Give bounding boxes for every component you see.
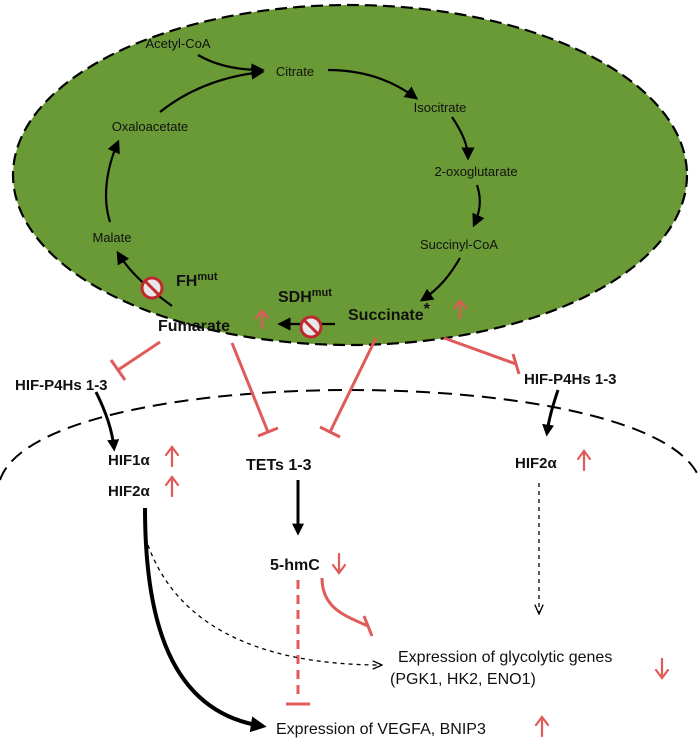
- arrow-hifp4hs-hif2a-right: [542, 389, 560, 437]
- label-oxoglutarate: 2-oxoglutarate: [434, 164, 517, 179]
- label-fh-mut: FHmut: [176, 271, 218, 290]
- label-fumarate: Fumarate: [158, 318, 230, 335]
- pathway-arrows: [94, 389, 560, 733]
- arrow-oxaloacetate-citrate: [159, 66, 265, 113]
- label-hif2a-left: HIF2α: [108, 483, 151, 500]
- label-glycolytic-line1: Expression of glycolytic genes: [398, 649, 612, 666]
- sdh-mut-symbol: [299, 315, 323, 339]
- up-arrow-hif1a-left: [164, 445, 180, 468]
- label-hif1a-left: HIF1α: [108, 452, 151, 469]
- increase-indicators: [164, 299, 670, 738]
- up-arrow-succinate: [452, 299, 468, 320]
- label-succinyl-coa: Succinyl-CoA: [420, 237, 498, 252]
- label-acetyl-coa: Acetyl-CoA: [145, 36, 210, 51]
- arrow-citrate-isocitrate: [327, 68, 419, 100]
- inhibit-5hmc-glycolytic: [320, 577, 374, 637]
- label-vegfa: Expression of VEGFA, BNIP3: [276, 721, 486, 738]
- arrow-succinylcoa-succinate: [419, 257, 461, 302]
- arrow-isocitrate-oxoglutarate: [451, 116, 475, 161]
- arrow-malate-oxaloacetate: [104, 139, 120, 223]
- inhibit-succinate-tets: [319, 337, 378, 439]
- inhibit-fumarate-hifp4hs-left: [109, 340, 161, 381]
- tca-cycle-arrows: [104, 54, 485, 331]
- up-arrow-fumarate: [254, 309, 270, 330]
- down-arrow-5hmc: [331, 552, 347, 575]
- label-malate: Malate: [92, 230, 131, 245]
- label-hif-p4hs-right: HIF-P4Hs 1-3: [524, 371, 617, 388]
- label-citrate: Citrate: [276, 64, 314, 79]
- label-isocitrate: Isocitrate: [414, 100, 467, 115]
- label-sdh-mut: SDHmut: [278, 287, 332, 306]
- arrow-hifp4hs-hif1a: [94, 391, 120, 452]
- mitochondrion: [11, 3, 689, 347]
- dashed-hif2a-glycolytic: [147, 544, 382, 665]
- cell-membrane: [0, 389, 700, 481]
- inhibit-fumarate-tets: [230, 342, 279, 438]
- label-hif2a-right: HIF2α: [515, 455, 558, 472]
- arrow-oxoglutarate-succinylcoa: [472, 184, 485, 228]
- inhibit-5hmc-vegfa: [286, 580, 310, 706]
- up-arrow-hif2a-right: [576, 449, 592, 472]
- arrow-fumarate-malate: [116, 250, 173, 307]
- label-succinate: Succinate*: [348, 301, 431, 324]
- label-hif-p4hs-left: HIF-P4Hs 1-3: [15, 377, 108, 394]
- label-tets: TETs 1-3: [246, 457, 312, 474]
- down-arrow-glycolytic: [654, 657, 670, 680]
- arrow-hif2a-vegfa: [143, 507, 267, 733]
- inhibit-succinate-hifp4hs-right: [443, 336, 521, 375]
- up-arrow-vegfa: [534, 715, 550, 738]
- label-glycolytic-line2: (PGK1, HK2, ENO1): [390, 671, 536, 688]
- up-arrow-hif2a-left: [164, 475, 180, 498]
- inhibition-lines: [109, 336, 521, 706]
- fh-mut-symbol: [140, 276, 164, 300]
- label-5hmc: 5-hmC: [270, 557, 320, 574]
- label-oxaloacetate: Oxaloacetate: [112, 119, 189, 134]
